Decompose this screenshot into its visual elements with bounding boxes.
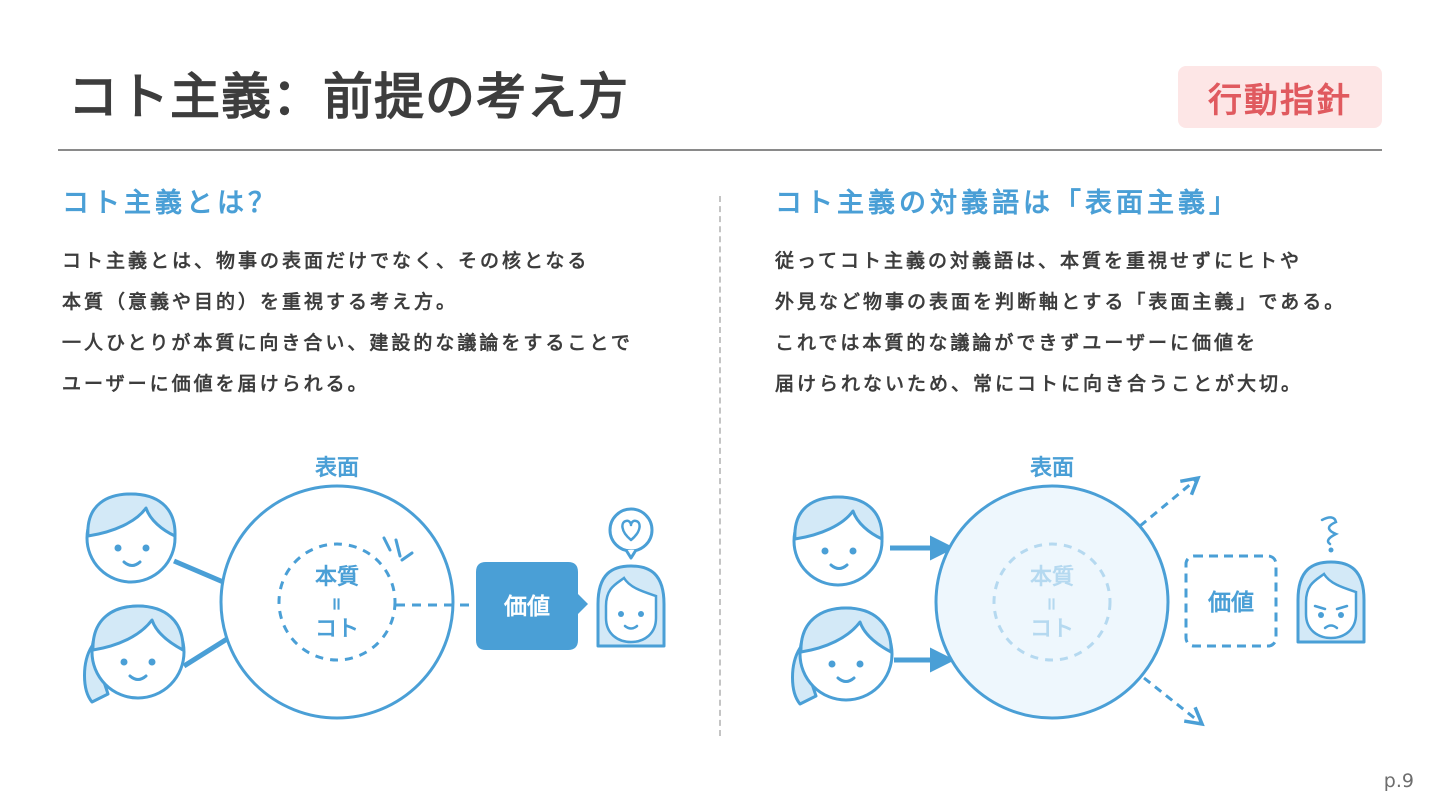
value-label: 価値 [1207, 590, 1254, 616]
surface-circle [934, 484, 1170, 720]
left-body-line: 一人ひとりが本質に向き合い、建設的な議論をすることで [62, 332, 633, 354]
confusion-squiggle-icon [1320, 516, 1339, 553]
confused-user-icon [1296, 560, 1366, 644]
core-label-line3: コト [1030, 617, 1074, 642]
left-body-line: ユーザーに価値を届けられる。 [62, 373, 370, 395]
deflect-arrow-down [1143, 676, 1202, 724]
left-heading: コト主義とは？ [62, 188, 279, 219]
column-divider [719, 196, 721, 736]
surface-label: 表面 [315, 456, 359, 481]
person-girl-icon [791, 606, 894, 706]
right-body-line: 外見など物事の表面を判断軸とする「表面主義」である。 [775, 291, 1347, 313]
person-girl-icon [83, 604, 186, 704]
person-boy-icon [792, 495, 884, 587]
right-body-line: 届けられないため、常にコトに向き合うことが大切。 [775, 373, 1304, 395]
value-label: 価値 [503, 594, 550, 620]
core-label-line1: 本質 [315, 565, 359, 590]
person-boy-icon [85, 492, 177, 584]
heart-bubble-icon [608, 507, 654, 560]
core-label-line3: コト [315, 617, 359, 642]
category-badge: 行動指針 [1178, 66, 1382, 128]
value-callout: 価値 [476, 562, 588, 650]
surface-doctrine-diagram: 表面 本質 = コト 価値 [791, 456, 1366, 740]
core-circle [277, 542, 397, 662]
page-number: p.9 [1383, 770, 1414, 792]
right-heading: コト主義の対義語は「表面主義」 [775, 188, 1240, 219]
page-title: コト主義：前提の考え方 [68, 68, 629, 126]
core-label-line1: 本質 [1030, 565, 1074, 590]
surface-label: 表面 [1030, 456, 1074, 481]
left-body: コト主義とは、物事の表面だけでなく、その核となる 本質（意義や目的）を重視する考… [62, 241, 633, 405]
deflect-arrow-up [1139, 478, 1198, 528]
core-label-line2: = [326, 596, 347, 611]
kotoshugi-diagram: 表面 本質 = コト 価値 [83, 456, 666, 720]
happy-user-icon [596, 564, 666, 648]
right-body: 従ってコト主義の対義語は、本質を重視せずにヒトや 外見など物事の表面を判断軸とす… [775, 241, 1346, 405]
core-label-line2: = [1041, 596, 1062, 611]
right-body-line: これでは本質的な議論ができずユーザーに価値を [775, 332, 1259, 354]
left-body-line: コト主義とは、物事の表面だけでなく、その核となる [62, 250, 590, 272]
core-circle-faded [992, 542, 1112, 662]
right-body-line: 従ってコト主義の対義語は、本質を重視せずにヒトや [775, 250, 1303, 272]
value-box-dashed [1184, 554, 1278, 648]
header-divider [58, 149, 1382, 151]
left-body-line: 本質（意義や目的）を重視する考え方。 [62, 291, 459, 313]
sparkle-icon [382, 536, 414, 562]
